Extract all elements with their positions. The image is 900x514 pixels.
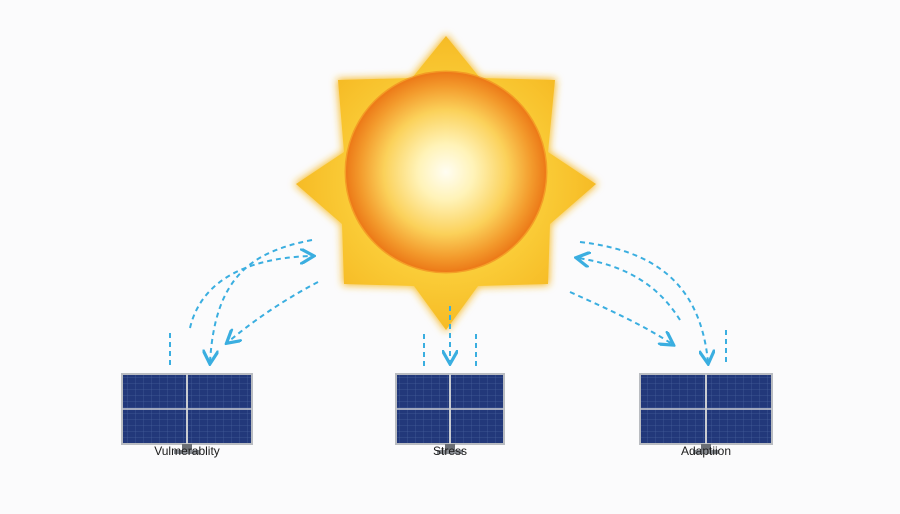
label-adaptation: Adaptiion [680,444,732,458]
left-flow-arrows [169,239,319,365]
dashed-arrow-icon [228,281,319,342]
solar-panel-center [395,373,505,454]
panel-stand [182,444,192,450]
sun-disc [346,72,546,272]
dashed-arrow-icon [189,256,312,329]
panel-stand [701,444,711,450]
solar-panel-left [121,373,253,454]
label-stress: Stress [432,444,467,458]
dashed-arrow-icon [578,258,681,321]
panel-stand [445,444,455,450]
dashed-arrow-icon [569,291,672,344]
center-flow-arrows [423,306,477,366]
right-flow-arrows [569,241,727,365]
sun-icon [294,34,598,332]
dashed-arrow-icon [579,241,708,362]
solar-panel-right [639,373,773,454]
dashed-arrow-icon [210,239,313,362]
label-vulnerability: Vulmerablity [154,444,220,458]
